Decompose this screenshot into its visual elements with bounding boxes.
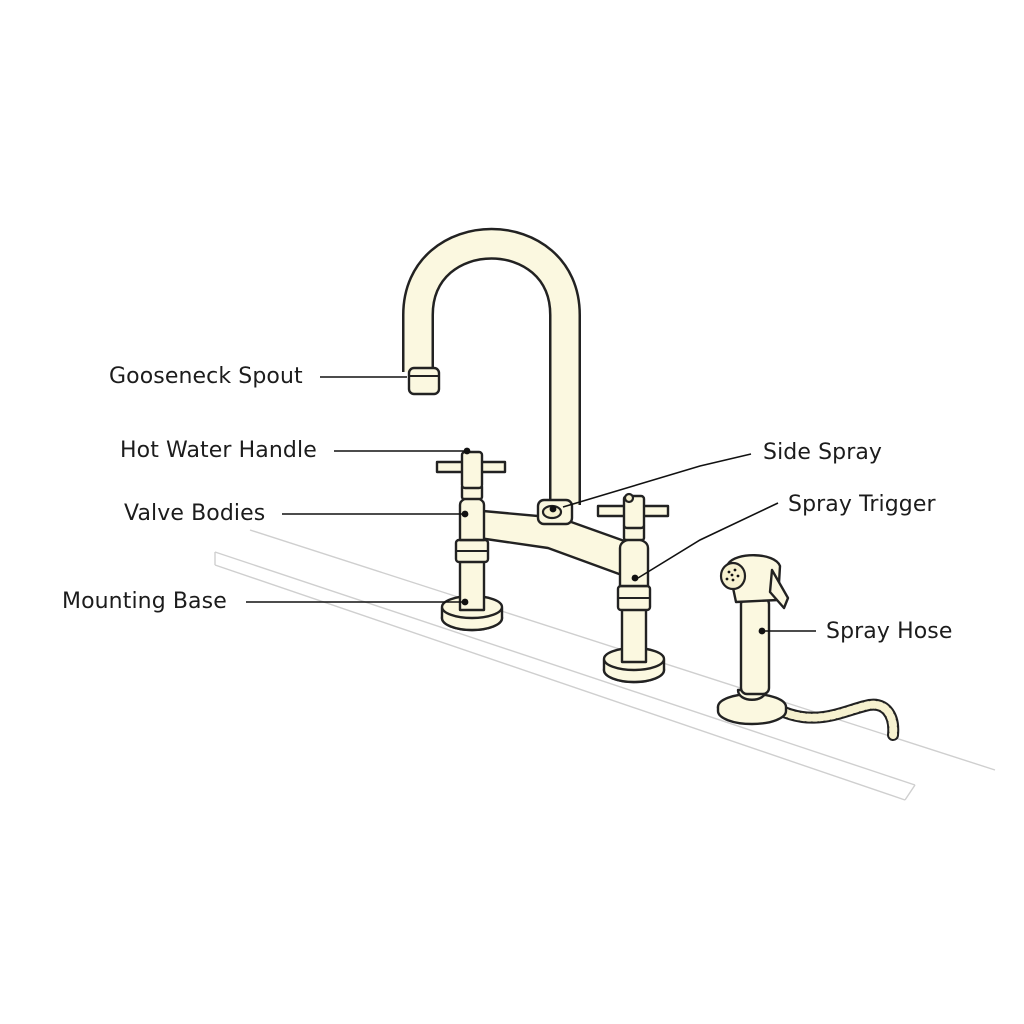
hot-valve-assembly	[435, 447, 507, 632]
label-valve-bodies: Valve Bodies	[124, 501, 266, 526]
label-spray-trigger: Spray Trigger	[788, 492, 936, 517]
leader-spray-trigger	[637, 502, 779, 579]
label-gooseneck-spout: Gooseneck Spout	[109, 364, 303, 389]
leader-side-spray	[562, 453, 752, 508]
label-side-spray: Side Spray	[763, 440, 883, 465]
spray-head-holes	[725, 568, 740, 582]
label-hot-water-handle: Hot Water Handle	[120, 438, 317, 463]
leader-lines	[246, 376, 816, 632]
side-spray-assembly	[716, 554, 900, 741]
cold-valve-assembly	[596, 492, 670, 684]
label-mounting-base: Mounting Base	[62, 589, 227, 614]
label-spray-hose: Spray Hose	[826, 619, 953, 644]
gooseneck-spout	[402, 227, 581, 505]
